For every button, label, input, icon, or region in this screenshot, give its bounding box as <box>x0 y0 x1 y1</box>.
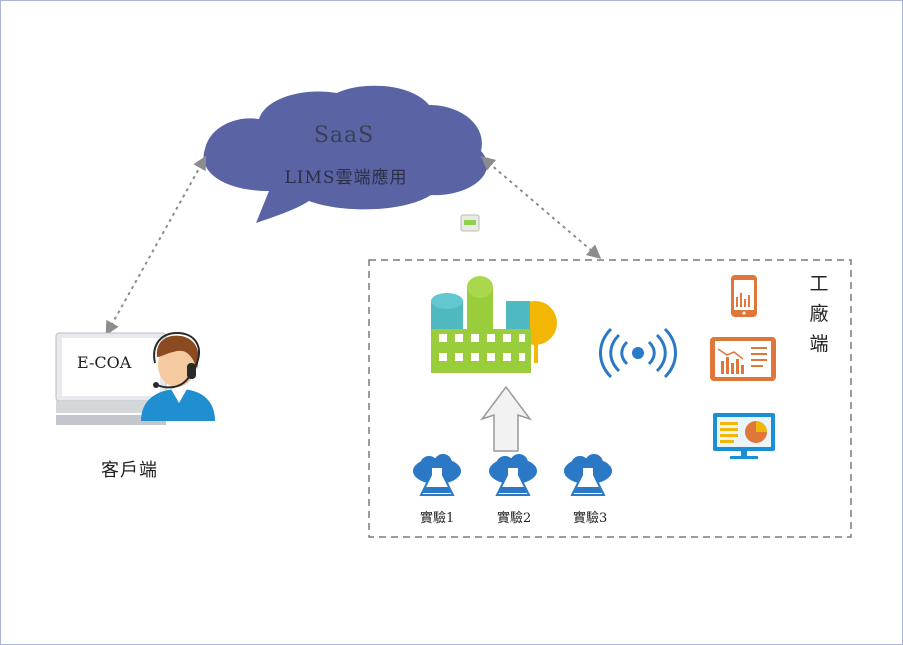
factory-region <box>368 259 852 538</box>
cloud-subtitle: LIMS雲端應用 <box>284 168 408 188</box>
computer-icon <box>55 332 167 425</box>
client-label: 客戶端 <box>101 460 158 481</box>
cloud-client-connector <box>105 155 207 336</box>
experiment-3-icon <box>564 454 612 496</box>
monitor-chart-icon <box>713 413 775 459</box>
experiment-2-icon <box>489 454 537 496</box>
experiment-2-label: 實驗2 <box>497 511 532 526</box>
ecoa-screen-label: E-COA <box>77 353 132 372</box>
factory-label: 工廠端 <box>809 273 829 355</box>
cloud-title: SaaS <box>313 123 375 148</box>
factory-icon <box>431 276 557 373</box>
status-indicator-icon <box>460 214 480 232</box>
tablet-chart-icon <box>710 337 776 381</box>
upward-arrow-icon <box>479 385 533 452</box>
experiment-1-icon <box>413 454 461 496</box>
experiment-1-label: 實驗1 <box>420 511 455 526</box>
phone-chart-icon <box>731 275 757 317</box>
experiment-3-label: 實驗3 <box>573 511 608 526</box>
cloud-factory-connector <box>480 156 602 259</box>
agent-avatar-icon <box>141 331 215 421</box>
saas-cloud-shape <box>203 85 488 224</box>
wireless-signal-icon <box>599 327 677 379</box>
